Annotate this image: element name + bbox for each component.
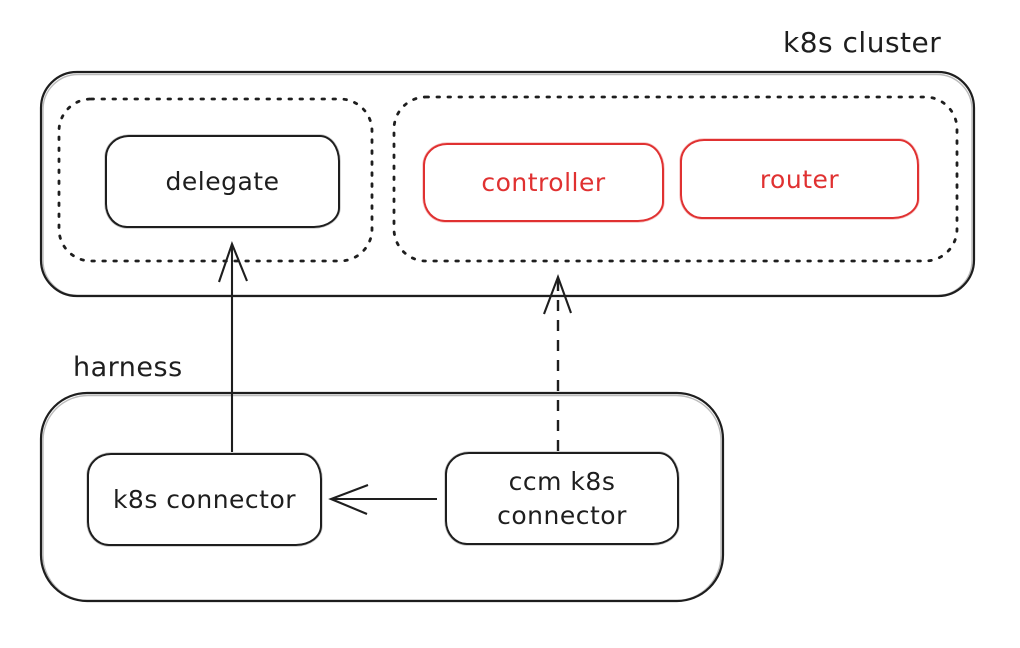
harness-container-sketch-echo [42,394,722,602]
arrowhead-left-icon [328,484,369,515]
delegate-node: delegate [105,135,340,228]
arrow-k8s-connector-to-delegate [218,240,248,452]
arrowhead-up-icon [218,240,248,283]
arrowhead-up-icon [543,273,572,315]
k8s-cluster-label: k8s cluster [783,26,942,59]
delegate-label: delegate [165,167,280,196]
k8s-connector-label: k8s connector [112,485,297,514]
harness-container [39,391,725,603]
router-node: router [680,139,919,219]
workload-group-dotted-box [392,95,959,263]
ccm-k8s-connector-label: ccm k8s connector [497,466,627,530]
controller-label: controller [481,168,606,197]
k8s-cluster-container-sketch-echo [42,73,973,297]
delegate-group-dotted-box [57,97,374,263]
ccm-k8s-connector-node: ccm k8s connector [445,452,679,545]
k8s-cluster-container [39,70,976,298]
arrow-ccm-connector-to-workload-group [543,273,572,451]
k8s-connector-node: k8s connector [87,453,322,546]
arrow-ccm-connector-to-k8s-connector [328,484,437,515]
router-label: router [759,164,840,194]
controller-node: controller [423,143,664,222]
harness-label: harness [73,352,183,383]
